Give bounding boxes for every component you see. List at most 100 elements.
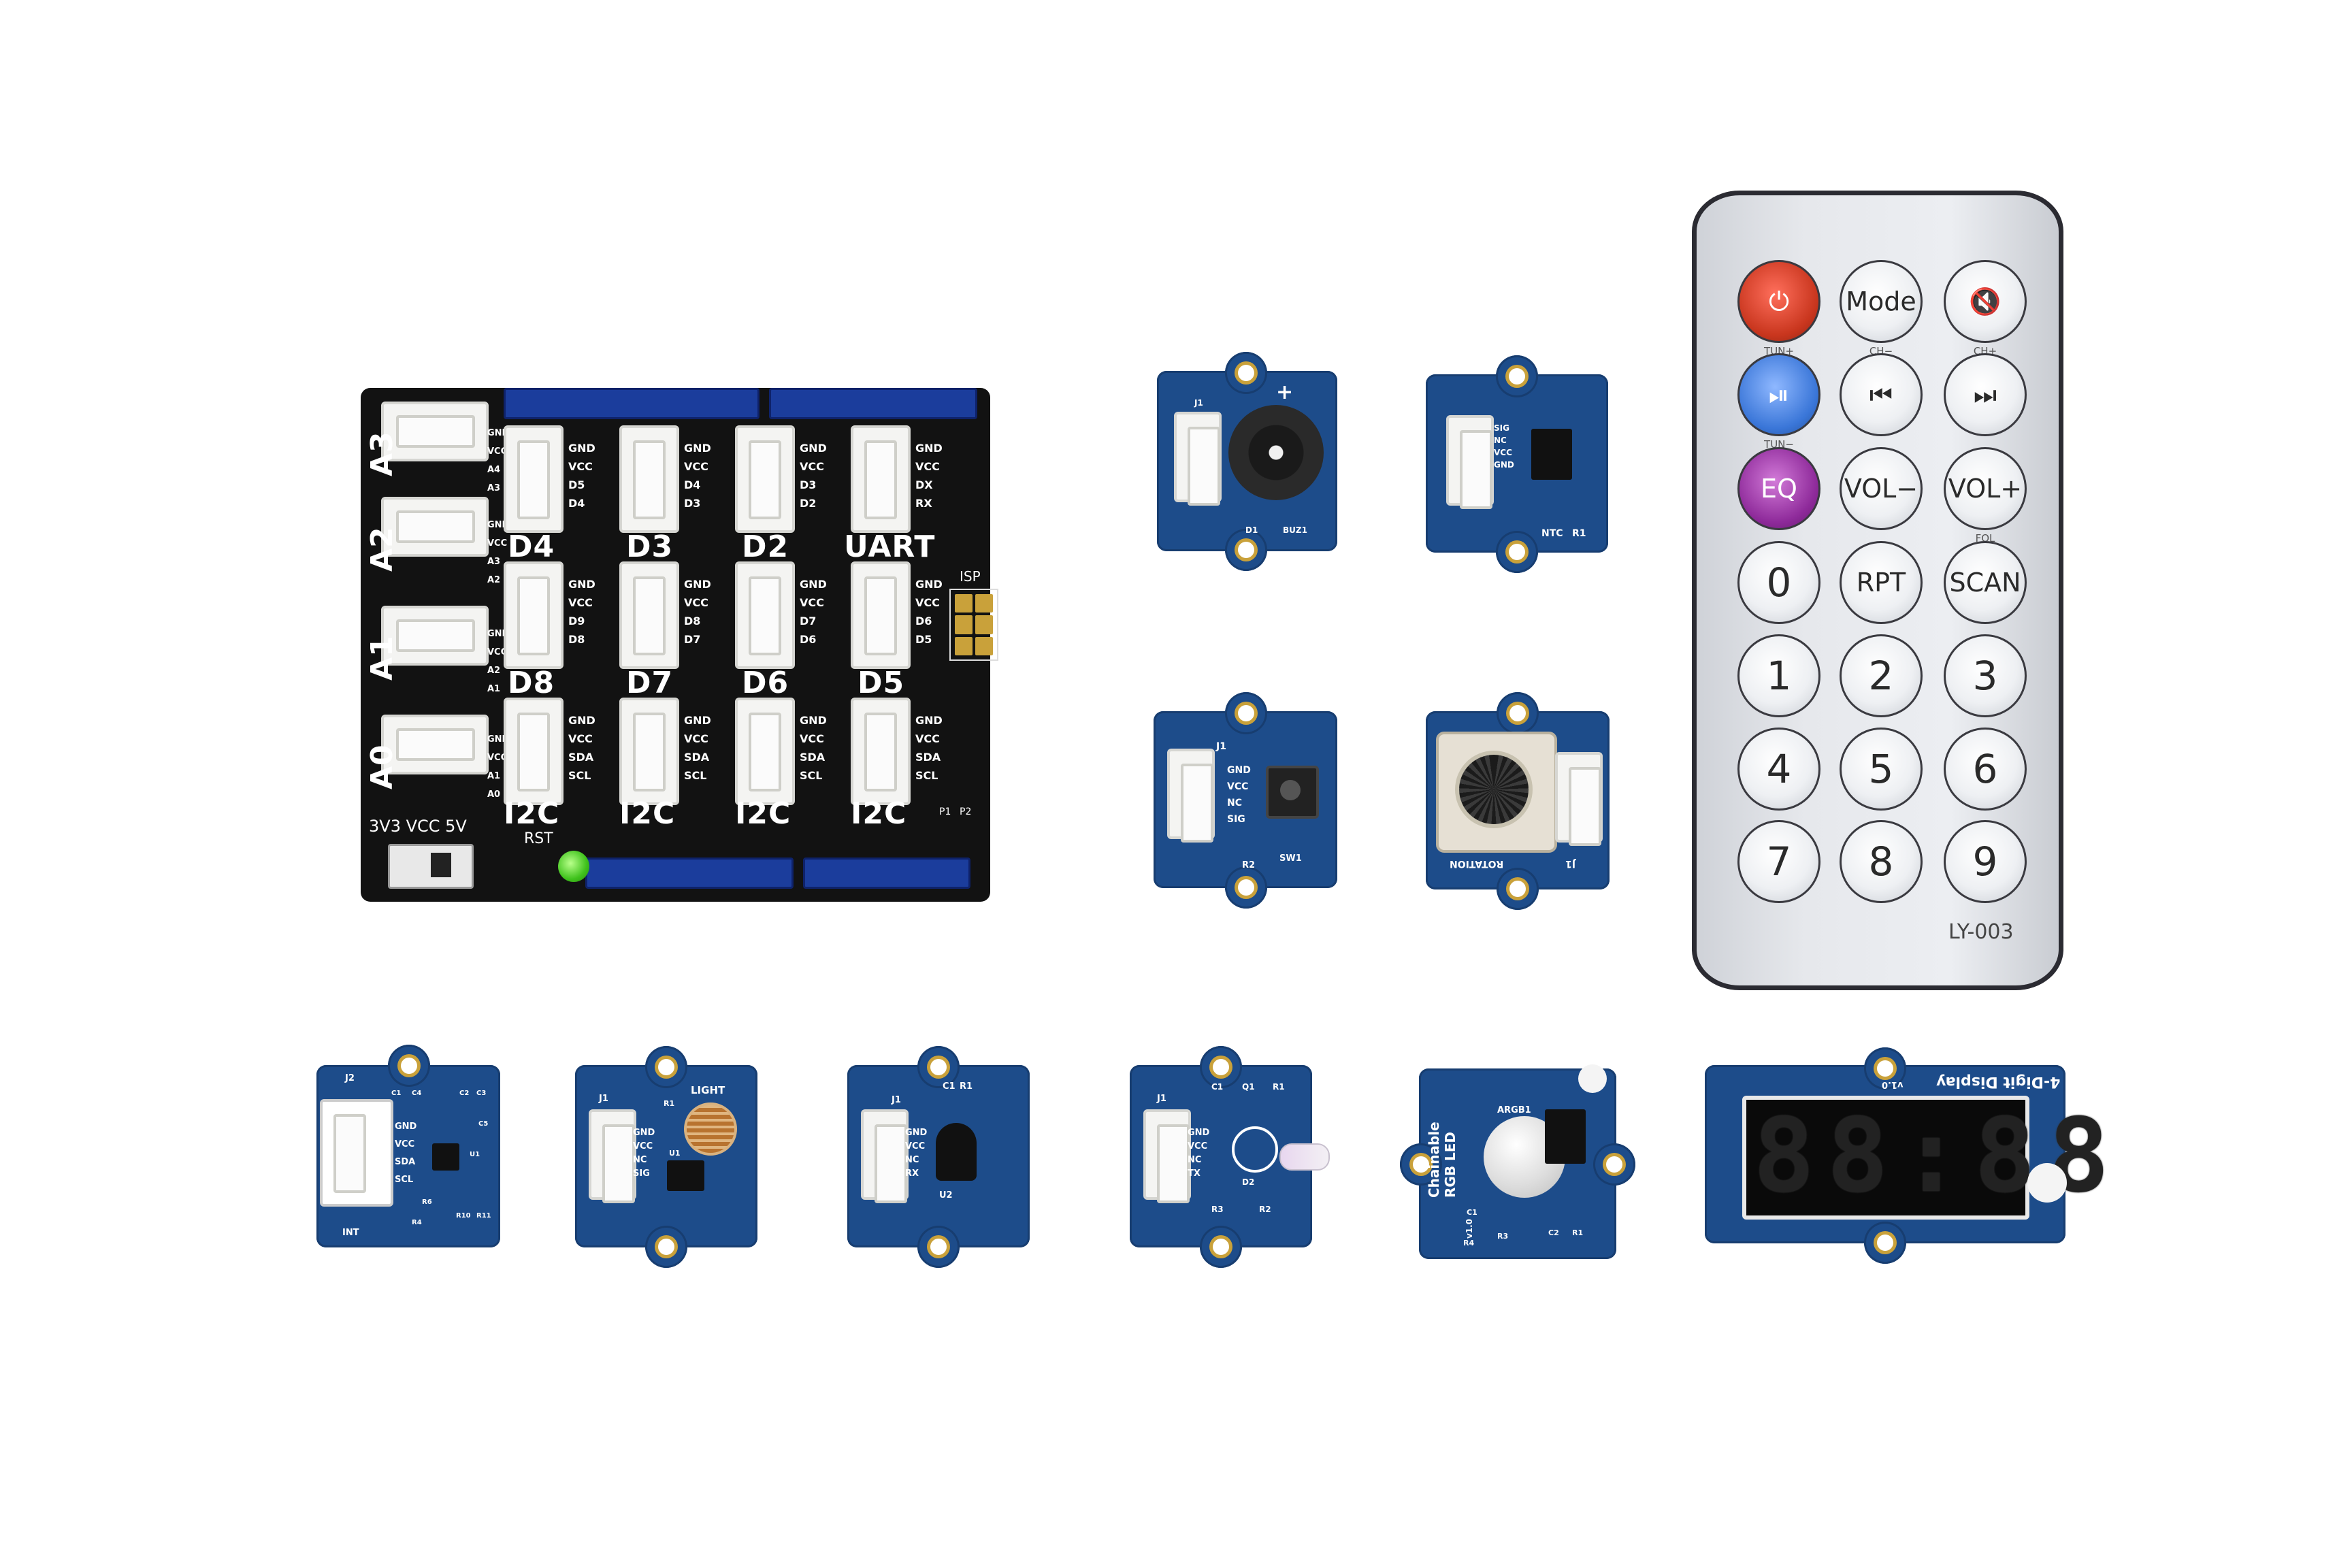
mount-hole <box>1864 1047 1906 1090</box>
bottom-header-right <box>803 858 970 889</box>
port-label-d7: D7 <box>626 666 674 700</box>
connector-d6[interactable] <box>735 561 795 669</box>
eq-button[interactable]: EQ <box>1737 447 1820 530</box>
p2-label: P2 <box>960 806 972 817</box>
digit-1-button[interactable]: 1 <box>1737 634 1820 717</box>
digit-5-button[interactable]: 5 <box>1840 728 1923 811</box>
power-button[interactable]: ⏻ <box>1737 260 1820 343</box>
chip <box>432 1143 459 1171</box>
digit-7-button[interactable]: 7 <box>1737 820 1820 903</box>
connector-uart[interactable] <box>851 425 911 533</box>
connector-i2c-4[interactable] <box>851 698 911 805</box>
grove-connector[interactable] <box>1143 1109 1191 1203</box>
irrx-c1: C1 <box>943 1081 956 1092</box>
scan-button[interactable]: SCAN <box>1944 541 2027 624</box>
connector-d3[interactable] <box>619 425 679 533</box>
mount-hole <box>645 1046 687 1088</box>
rst-label: RST <box>524 830 553 847</box>
mount-hole <box>1497 692 1539 734</box>
mode-button[interactable]: Mode <box>1840 260 1923 343</box>
mount-hole <box>1225 352 1267 394</box>
previous-button[interactable]: ⏮ <box>1840 353 1923 436</box>
accel-r6: R6 <box>422 1198 432 1206</box>
connector-i2c-1[interactable] <box>504 698 564 805</box>
vol-down-button[interactable]: VOL− <box>1840 447 1923 530</box>
seeed-logo-icon <box>1582 1068 1603 1089</box>
vol-up-button[interactable]: VOL+ <box>1944 447 2027 530</box>
accel-r4: R4 <box>412 1219 422 1226</box>
rgb-c2: C2 <box>1548 1228 1559 1237</box>
port-label-d6: D6 <box>742 666 789 700</box>
connector-d8[interactable] <box>504 561 564 669</box>
grove-connector[interactable] <box>320 1099 393 1207</box>
led-footprint <box>1232 1126 1278 1173</box>
play-pause-button[interactable]: ⏯ <box>1737 353 1820 436</box>
digit-0-button[interactable]: 0 <box>1737 541 1820 624</box>
connector-a2[interactable] <box>381 497 489 557</box>
connector-d7[interactable] <box>619 561 679 669</box>
top-header-left <box>504 388 760 419</box>
temperature-r1: R1 <box>1572 528 1586 539</box>
photoresistor <box>684 1102 737 1156</box>
mute-button[interactable]: 🔇 <box>1944 260 2027 343</box>
digit-6-button[interactable]: 6 <box>1944 728 2027 811</box>
mount-hole <box>1497 868 1539 910</box>
port-label-d2: D2 <box>742 529 789 564</box>
grove-connector[interactable] <box>1167 749 1215 843</box>
connector-a1[interactable] <box>381 606 489 666</box>
accel-c5: C5 <box>478 1120 489 1128</box>
port-label-i2c-4: I2C <box>851 796 907 831</box>
grove-connector[interactable] <box>861 1109 909 1203</box>
next-button[interactable]: ⏭ <box>1944 353 2027 436</box>
digit-8-button[interactable]: 8 <box>1840 820 1923 903</box>
grove-connector[interactable] <box>1174 412 1222 506</box>
connector-d2[interactable] <box>735 425 795 533</box>
accel-c3: C3 <box>476 1090 487 1097</box>
button-sw1: SW1 <box>1279 853 1302 864</box>
connector-d5[interactable] <box>851 561 911 669</box>
grove-connector[interactable] <box>1446 415 1494 509</box>
mount-hole <box>1225 692 1267 734</box>
push-button[interactable] <box>1266 766 1319 819</box>
accel-r10: R10 <box>456 1212 471 1220</box>
buzzer-plus: + <box>1276 380 1294 404</box>
mount-hole <box>1225 529 1267 571</box>
display-title: 4-Digit Display <box>1936 1073 2061 1090</box>
seeed-logo-icon <box>2031 1167 2063 1198</box>
temperature-ntc: NTC <box>1541 528 1563 539</box>
connector-i2c-3[interactable] <box>735 698 795 805</box>
irrx-j1: J1 <box>892 1095 901 1105</box>
buzzer-buz1: BUZ1 <box>1283 525 1307 535</box>
connector-a0[interactable] <box>381 715 489 774</box>
rotary-potentiometer[interactable] <box>1436 732 1557 853</box>
remote-model-label: LY-003 <box>1948 920 2014 944</box>
digit-2-button[interactable]: 2 <box>1840 634 1923 717</box>
accel-j2: J2 <box>345 1073 355 1083</box>
port-label-a1: A1 <box>365 635 399 681</box>
connector-i2c-2[interactable] <box>619 698 679 805</box>
grove-connector[interactable] <box>589 1109 636 1203</box>
port-label-d8: D8 <box>508 666 555 700</box>
rgb-r1: R1 <box>1572 1228 1584 1237</box>
voltage-switch[interactable] <box>388 844 474 889</box>
digit-9-button[interactable]: 9 <box>1944 820 2027 903</box>
seven-segment-display: 88:88 <box>1742 1096 2110 1220</box>
digit-4-button[interactable]: 4 <box>1737 728 1820 811</box>
digit-3-button[interactable]: 3 <box>1944 634 2027 717</box>
irtx-j1: J1 <box>1157 1094 1166 1104</box>
connector-d4[interactable] <box>504 425 564 533</box>
mount-hole <box>917 1046 960 1088</box>
irtx-c1: C1 <box>1211 1082 1224 1092</box>
rpt-button[interactable]: RPT <box>1840 541 1923 624</box>
connector-a3[interactable] <box>381 402 489 461</box>
button-r2: R2 <box>1242 860 1256 870</box>
grove-connector[interactable] <box>1555 752 1603 846</box>
